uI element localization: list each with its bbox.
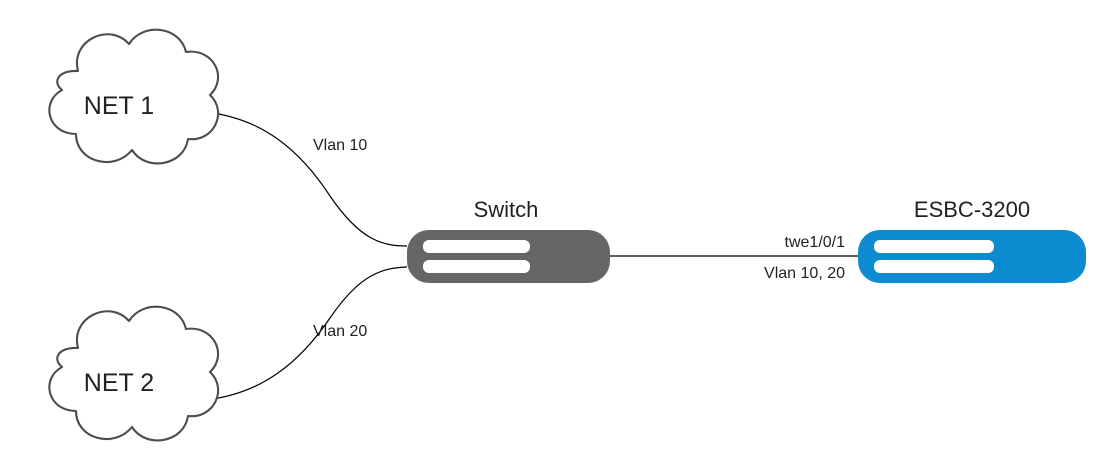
link-net2-to-switch[interactable] <box>204 266 408 401</box>
link-label-vlan-10: Vlan 10 <box>313 137 367 154</box>
net2-label: NET 2 <box>84 369 154 397</box>
switch-chassis <box>407 230 610 283</box>
switch-port-row-top <box>423 240 530 253</box>
node-net1[interactable]: NET 1 <box>48 28 220 165</box>
switch-port-row-bottom <box>423 260 530 273</box>
net1-label: NET 1 <box>84 92 154 120</box>
link-label-vlan-20: Vlan 20 <box>313 323 367 340</box>
link-label-vlan-10-20: Vlan 10, 20 <box>764 265 845 282</box>
esbc-title: ESBC-3200 <box>914 197 1030 222</box>
esbc-port-row-top <box>874 240 994 253</box>
esbc-port-row-bottom <box>874 260 994 273</box>
node-switch[interactable]: Switch <box>407 197 610 283</box>
node-esbc[interactable]: ESBC-3200 <box>858 197 1086 283</box>
link-net1-to-switch[interactable] <box>204 111 408 247</box>
net1-cloud-shape <box>48 28 220 165</box>
node-net2[interactable]: NET 2 <box>48 305 220 442</box>
switch-title: Switch <box>474 197 539 222</box>
net2-cloud-shape <box>48 305 220 442</box>
esbc-chassis <box>858 230 1086 283</box>
link-label-interface-twe: twe1/0/1 <box>785 234 846 251</box>
